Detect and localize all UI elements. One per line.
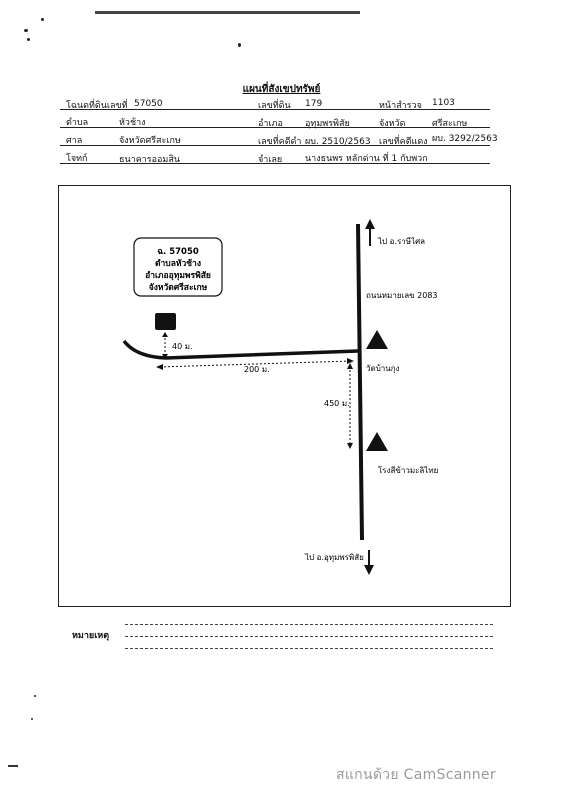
temple-label: วัดบ้านกุง — [366, 364, 400, 373]
side-road — [122, 339, 359, 360]
header-value-subdistrict: หัวช้าง — [119, 118, 146, 128]
header-label-red-case: เลขที่คดีแดง — [379, 137, 428, 147]
header-value-plaintiff: ธนาคารออมสิน — [119, 155, 180, 165]
header-value-survey-page: 1103 — [432, 98, 455, 108]
header-value-defendant: นางธนพร หลักด่าน ที่ 1 กับพวก — [305, 154, 428, 164]
header-label-black-case: เลขที่คดีดำ — [258, 137, 302, 147]
header-value-court: จังหวัดศรีสะเกษ — [119, 136, 181, 146]
road-name-label: ถนนหมายเลข 2083 — [366, 291, 438, 300]
south-destination-label: ไป อ.อุทุมพรพิสัย — [304, 553, 364, 562]
dim-arrow — [347, 363, 353, 369]
remarks-line — [125, 624, 493, 625]
header-rule — [60, 145, 490, 146]
dist-landmark-label: 450 ม. — [324, 399, 350, 408]
dist-parcel-label: 40 ม. — [172, 342, 193, 351]
map-frame — [58, 185, 511, 607]
dim-arrow — [347, 443, 353, 449]
header-label-court: ศาล — [66, 136, 83, 146]
parcel-deed-text: ฉ. 57050 — [157, 247, 199, 257]
scan-edge-line — [95, 11, 360, 14]
header-label-survey-page: หน้าสำรวจ — [379, 101, 422, 111]
header-label-deed-no: โฉนดที่ดินเลขที่ — [66, 101, 128, 111]
parcel-district-text: อำเภออุทุมพรพิสัย — [145, 270, 211, 281]
header-rule — [60, 127, 490, 128]
document-title: แผนที่สังเขปทรัพย์ — [242, 84, 321, 95]
dim-arrow — [156, 364, 163, 370]
remarks-line — [125, 648, 493, 649]
dim-arrow — [347, 358, 354, 364]
remarks-label: หมายเหตุ — [72, 631, 110, 641]
header-rule — [60, 109, 490, 110]
dim-arrow — [162, 354, 168, 359]
main-road — [356, 223, 364, 541]
header-label-defendant: จำเลย — [258, 155, 283, 165]
dim-arrow — [162, 332, 168, 337]
rice-mill-label: โรงสีข้าวมะลิไทย — [378, 465, 438, 475]
header-rule — [60, 163, 490, 164]
header-value-black-case: ผบ. 2510/2563 — [305, 137, 371, 147]
scan-speck — [27, 38, 30, 41]
scan-speck — [24, 29, 28, 32]
header-value-district: อุทุมพรพิสัย — [305, 119, 350, 129]
scan-speck — [41, 18, 44, 21]
rice-mill-marker — [366, 432, 388, 451]
dist-side-road-label: 200 ม. — [244, 365, 270, 374]
header-value-land-no: 179 — [305, 99, 323, 109]
header-value-deed-no: 57050 — [134, 99, 163, 109]
temple-marker — [366, 330, 388, 349]
scan-speck — [238, 43, 241, 47]
parcel-label-box — [133, 237, 223, 297]
header-label-land-no: เลขที่ดิน — [258, 101, 291, 111]
parcel-marker — [155, 313, 176, 330]
header-label-district: อำเภอ — [258, 119, 283, 129]
camscanner-watermark: สแกนด้วย CamScanner — [336, 767, 496, 783]
parcel-province-text: จังหวัดศรีสะเกษ — [149, 282, 208, 293]
header-label-plaintiff: โจทก์ — [66, 154, 88, 164]
header-value-province: ศรีสะเกษ — [432, 119, 468, 129]
header-label-province: จังหวัด — [379, 119, 406, 129]
scan-mark — [8, 765, 18, 767]
parcel-subdistrict-text: ตำบลหัวช้าง — [155, 258, 201, 269]
header-label-subdistrict: ตำบล — [66, 118, 89, 128]
north-destination-label: ไป อ.ราษีไศล — [377, 237, 425, 246]
remarks-line — [125, 636, 493, 637]
header-value-red-case: ผบ. 3292/2563 — [432, 134, 498, 144]
scan-speck — [34, 695, 36, 697]
scan-speck — [31, 718, 33, 720]
